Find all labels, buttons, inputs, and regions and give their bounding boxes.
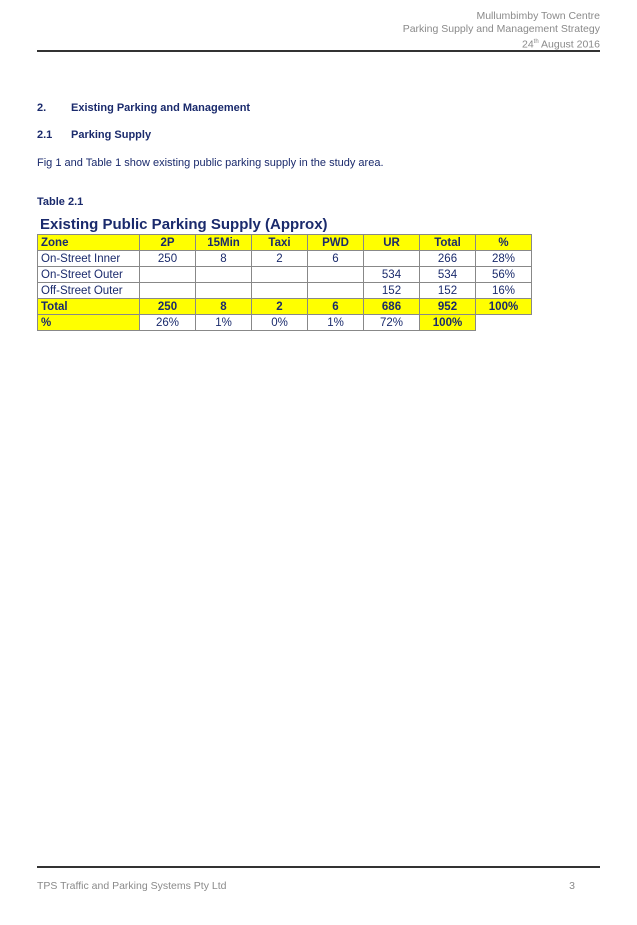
cell: 6 [307, 250, 364, 267]
page-number: 3 [569, 880, 575, 892]
cell: 0% [251, 314, 308, 331]
cell [139, 282, 196, 299]
cell: 8 [195, 250, 252, 267]
header-date: 24th August 2016 [403, 36, 600, 52]
header-cell: Taxi [251, 234, 308, 251]
cell [307, 282, 364, 299]
cell [363, 250, 420, 267]
date-rest: August 2016 [538, 38, 600, 51]
subsection-title: Parking Supply [71, 129, 152, 141]
cell [251, 282, 308, 299]
cell: 686 [363, 298, 420, 315]
header-cell: UR [363, 234, 420, 251]
page-header: Mullumbimby Town Centre Parking Supply a… [403, 10, 600, 52]
table-title: Existing Public Parking Supply (Approx) [40, 216, 328, 233]
table-row: On-Street Inner 250 8 2 6 266 28% [37, 250, 532, 267]
cell: 72% [363, 314, 420, 331]
body-paragraph: Fig 1 and Table 1 show existing public p… [37, 157, 384, 169]
cell: 6 [307, 298, 364, 315]
header-subtitle: Parking Supply and Management Strategy [402, 23, 600, 35]
cell [251, 266, 308, 283]
cell: 100% [475, 298, 532, 315]
cell [195, 282, 252, 299]
cell: 56% [475, 266, 532, 283]
table-row: Off-Street Outer 152 152 16% [37, 282, 532, 299]
cell: 152 [363, 282, 420, 299]
cell [307, 266, 364, 283]
subsection-number: 2.1 [37, 129, 53, 141]
cell: 534 [363, 266, 420, 283]
table-percent-row: % 26% 1% 0% 1% 72% 100% [37, 314, 532, 331]
cell: 250 [139, 298, 196, 315]
cell: 534 [419, 266, 476, 283]
section-title: Existing Parking and Management [71, 102, 251, 114]
table-header-row: Zone 2P 15Min Taxi PWD UR Total % [37, 234, 532, 251]
cell: 28% [475, 250, 532, 267]
cell: 2 [251, 250, 308, 267]
footer-company: TPS Traffic and Parking Systems Pty Ltd [37, 880, 227, 892]
empty-cell [476, 315, 532, 331]
cell: 100% [419, 314, 476, 331]
section-heading: 2. Existing Parking and Management [37, 102, 250, 114]
subsection-heading: 2.1 Parking Supply [37, 129, 151, 141]
header-cell: % [475, 234, 532, 251]
footer-rule [37, 866, 600, 868]
table-row: On-Street Outer 534 534 56% [37, 266, 532, 283]
cell: 26% [139, 314, 196, 331]
cell: 16% [475, 282, 532, 299]
cell: 1% [195, 314, 252, 331]
date-day: 24 [521, 38, 534, 51]
cell: 2 [251, 298, 308, 315]
header-cell: Zone [37, 234, 140, 251]
table-total-row: Total 250 8 2 6 686 952 100% [37, 298, 532, 315]
table-caption: Table 2.1 [37, 196, 84, 208]
cell: 952 [419, 298, 476, 315]
cell: On-Street Inner [37, 250, 140, 267]
cell: Off-Street Outer [37, 282, 140, 299]
cell: 266 [419, 250, 476, 267]
header-title: Mullumbimby Town Centre [476, 10, 600, 22]
cell: % [37, 314, 140, 331]
cell: On-Street Outer [37, 266, 140, 283]
section-number: 2. [37, 102, 47, 114]
cell: 1% [307, 314, 364, 331]
header-rule [37, 50, 600, 52]
cell: Total [37, 298, 140, 315]
cell: 152 [419, 282, 476, 299]
header-cell: 15Min [195, 234, 252, 251]
cell: 250 [139, 250, 196, 267]
cell [195, 266, 252, 283]
cell [139, 266, 196, 283]
parking-supply-table: Zone 2P 15Min Taxi PWD UR Total % On-Str… [37, 234, 532, 331]
header-cell: Total [419, 234, 476, 251]
header-cell: 2P [139, 234, 196, 251]
cell: 8 [195, 298, 252, 315]
header-cell: PWD [307, 234, 364, 251]
date-suffix: th [533, 39, 539, 45]
